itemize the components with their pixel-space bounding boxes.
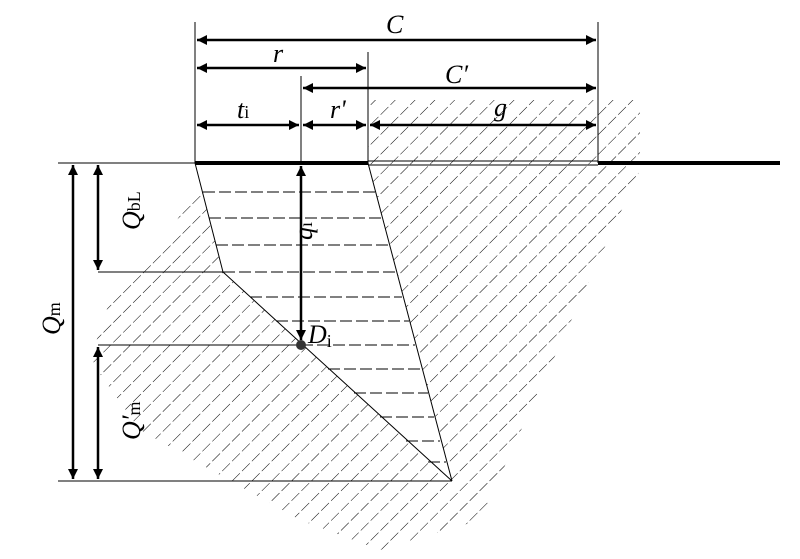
label-C-prime: C′: [445, 60, 468, 89]
label-Q-m: Qm: [37, 302, 66, 335]
label-Q-m-prime: Q′m: [117, 402, 146, 440]
right-boundary: [367, 162, 453, 482]
profile-interior: [195, 163, 430, 400]
label-r: r: [273, 39, 284, 68]
point-D: [296, 340, 306, 350]
label-q: qi: [289, 222, 318, 240]
dimension-arrows: [68, 35, 596, 479]
label-C: C: [386, 10, 404, 39]
extension-lines: [58, 22, 599, 482]
label-t: ti: [237, 95, 249, 124]
label-D: Di: [307, 320, 332, 351]
label-g: g: [494, 93, 507, 122]
label-r-prime: r': [330, 95, 346, 124]
label-Q-bL: QbL: [117, 191, 146, 230]
